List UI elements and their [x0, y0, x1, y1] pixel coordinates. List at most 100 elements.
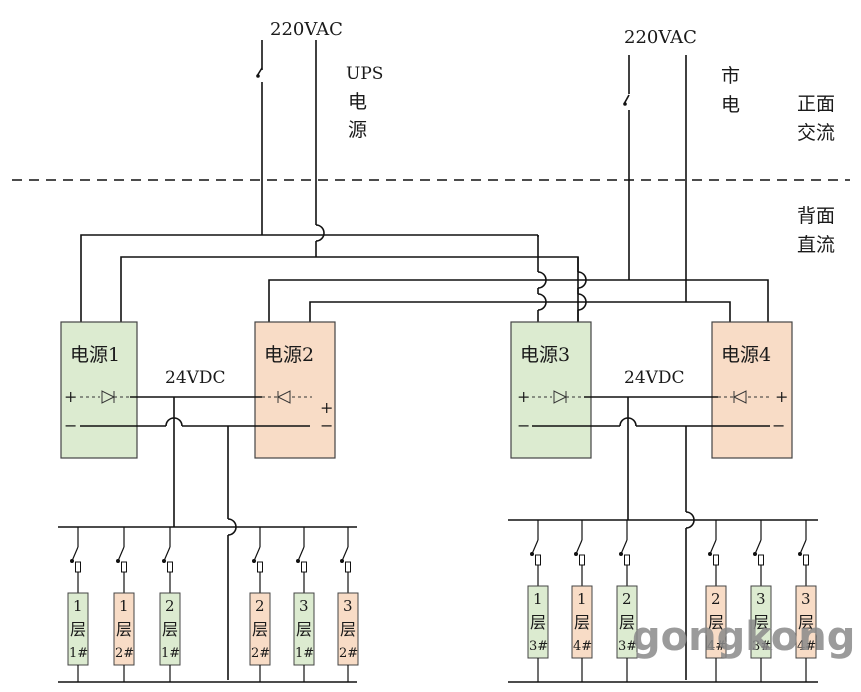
load-5-number: 3	[299, 597, 309, 615]
load-10-fuse-icon	[713, 554, 719, 566]
load-9-id: 3#	[618, 639, 637, 654]
load-7-id: 3#	[529, 639, 548, 654]
ups-switch-pivot	[256, 74, 260, 78]
psu-1-plus: +	[64, 387, 77, 406]
psu-2-label: 电源2	[264, 344, 314, 366]
load-9: 2层3#	[616, 520, 638, 682]
psu-3: 电源3	[510, 321, 592, 459]
load-12-fuse-icon	[803, 554, 809, 566]
load-9-number: 2	[622, 590, 632, 608]
load-4-switch	[253, 546, 261, 562]
load-3-switch-pivot	[162, 559, 166, 563]
load-7-switch	[531, 539, 539, 555]
psu-2-box	[254, 321, 336, 459]
load-11-number: 3	[756, 590, 766, 608]
load-1-switch	[71, 546, 79, 562]
load-7-floor: 层	[530, 613, 546, 632]
load-11: 3 层 3#	[750, 520, 772, 682]
load-11-switch	[754, 539, 762, 555]
load-5-id: 1#	[295, 646, 314, 661]
ups-line-to-psu1-b	[120, 256, 579, 322]
load-3-number: 2	[165, 597, 175, 615]
load-6-switch-pivot	[340, 559, 344, 563]
ups-label-line1: UPS	[346, 64, 383, 84]
ups-hop-1	[315, 224, 325, 242]
load-6: 3 层 2#	[337, 527, 359, 682]
psu-2-diode-icon	[276, 390, 291, 404]
left-voltage-label: 220VAC	[270, 19, 343, 40]
load-branches: 1层1#1层2#2层1#2层2#3层1#3层2#1层3#1层4#2层3#2层4#…	[67, 520, 817, 682]
load-3-floor: 层	[162, 620, 178, 639]
psu3-hop-a	[537, 271, 547, 289]
load-7: 1 层 3#	[527, 520, 549, 682]
psu3-hop-d	[577, 293, 587, 311]
mains-label-line1: 市	[721, 65, 740, 87]
front-zone-line2: 交流	[797, 122, 835, 144]
load-11-floor: 层	[753, 613, 769, 632]
load-10-switch-pivot	[708, 552, 712, 556]
psu3-hop-c	[577, 271, 587, 289]
load-11-id: 3#	[752, 639, 771, 654]
load-2-id: 2#	[115, 646, 134, 661]
psu-4-box	[711, 321, 793, 459]
load-10-floor: 层	[708, 613, 724, 632]
load-12-floor: 层	[798, 613, 814, 632]
load-3: 2层1#	[159, 527, 181, 682]
load-7-switch-pivot	[530, 552, 534, 556]
load-3-switch	[163, 546, 171, 562]
load-4-number: 2	[255, 597, 265, 615]
psu-2-minus: −	[320, 416, 333, 435]
load-5-switch	[297, 546, 305, 562]
psu-3-plus: +	[517, 387, 530, 406]
load-1-switch-pivot	[70, 559, 74, 563]
mains-switch-pivot	[623, 102, 627, 106]
load-8-switch	[575, 539, 583, 555]
load-11-switch-pivot	[753, 552, 757, 556]
load-8: 1层4#	[571, 520, 593, 682]
right-voltage-label: 220VAC	[624, 27, 697, 48]
load-5-fuse-icon	[301, 561, 307, 573]
load-4-floor: 层	[252, 620, 268, 639]
load-2-number: 1	[119, 597, 129, 615]
front-zone-line1: 正面	[797, 93, 835, 115]
load-6-floor: 层	[340, 620, 356, 639]
psu-1-minus: −	[64, 416, 77, 435]
left-dc-label: 24VDC	[165, 368, 226, 388]
load-8-id: 4#	[573, 639, 592, 654]
psu3-hop-b	[537, 293, 547, 311]
psu-3-label: 电源3	[520, 344, 570, 366]
load-12-id: 4#	[797, 639, 816, 654]
load-2-fuse-icon	[121, 561, 127, 573]
load-6-id: 2#	[339, 646, 358, 661]
load-8-switch-pivot	[574, 552, 578, 556]
psu-3-minus: −	[517, 416, 530, 435]
load-9-switch	[620, 539, 628, 555]
psu-4-minus: −	[772, 416, 785, 435]
load-1-floor: 层	[70, 620, 86, 639]
load-9-fuse-icon	[624, 554, 630, 566]
back-zone-line1: 背面	[797, 205, 835, 227]
psu-1-label: 电源1	[70, 344, 120, 366]
ups-label-line3: 源	[348, 119, 367, 141]
load-10-switch	[709, 539, 717, 555]
load-11-fuse-icon	[758, 554, 764, 566]
load-10: 2层4#	[705, 520, 727, 682]
load-4-id: 2#	[251, 646, 270, 661]
mains-line-to-psu4	[629, 279, 769, 322]
psu-1: 电源1	[60, 321, 138, 459]
load-5-floor: 层	[296, 620, 312, 639]
load-5-switch-pivot	[296, 559, 300, 563]
load-2: 1 层 2#	[113, 527, 135, 682]
load-2-floor: 层	[116, 620, 132, 639]
load-7-number: 1	[533, 590, 543, 608]
psu-2: 电源2	[254, 321, 336, 459]
load-1: 1层1#	[67, 527, 89, 682]
back-zone-line2: 直流	[797, 234, 835, 256]
load-6-number: 3	[343, 597, 353, 615]
ups-line-to-psu1	[80, 234, 538, 322]
load-8-number: 1	[577, 590, 587, 608]
load-4-switch-pivot	[252, 559, 256, 563]
watermark-logo: gongkong	[632, 614, 855, 660]
load-8-fuse-icon	[579, 554, 585, 566]
load-10-id: 4#	[707, 639, 726, 654]
